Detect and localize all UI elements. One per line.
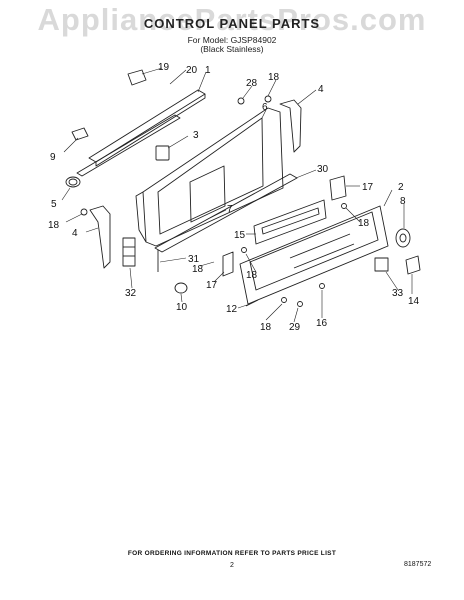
part-screw-28 <box>237 97 245 105</box>
callout-15: 15 <box>234 230 246 241</box>
callout-5: 5 <box>51 199 57 210</box>
part-bracket-17b <box>329 175 347 201</box>
callout-20: 20 <box>186 65 198 76</box>
callout-10: 10 <box>176 302 188 313</box>
part-knob-8 <box>395 228 411 248</box>
part-ring-5 <box>65 176 81 188</box>
callout-19: 19 <box>158 62 170 73</box>
page-title: CONTROL PANEL PARTS <box>143 16 321 31</box>
part-bracket-19 <box>127 69 147 86</box>
part-clip-14 <box>405 255 421 275</box>
variant-line: (Black Stainless) <box>200 44 264 54</box>
callout-6: 6 <box>262 102 268 113</box>
callout-2: 2 <box>398 182 404 193</box>
callout-18-top: 18 <box>268 72 280 83</box>
part-screw-18e <box>341 203 347 209</box>
callout-18-mid: 18 <box>192 264 204 275</box>
part-knob-10 <box>174 282 188 294</box>
callout-3: 3 <box>193 130 199 141</box>
callout-17-right: 17 <box>362 182 374 193</box>
part-trim-strip <box>76 114 181 177</box>
callout-32: 32 <box>125 288 137 299</box>
watermark: AppliancePartsPros.com <box>37 2 427 37</box>
callout-7: 7 <box>227 204 233 215</box>
page-number: 2 <box>230 562 234 569</box>
callout-17-lower: 17 <box>206 280 218 291</box>
model-line: For Model: GJSP84902 <box>187 35 277 45</box>
callout-31: 31 <box>188 254 200 265</box>
callout-16: 16 <box>316 318 328 329</box>
callout-1: 1 <box>205 65 211 76</box>
document-number: 8187572 <box>404 561 432 568</box>
part-screw-18b <box>80 208 88 216</box>
part-display-board <box>253 199 327 245</box>
callout-33: 33 <box>392 288 404 299</box>
part-end-cap-right <box>279 99 302 153</box>
callout-29: 29 <box>289 322 301 333</box>
part-encoder-33 <box>374 257 389 272</box>
ordering-info: FOR ORDERING INFORMATION REFER TO PARTS … <box>127 550 337 557</box>
callout-18-left: 18 <box>48 220 60 231</box>
callout-18-lower: 18 <box>246 270 258 281</box>
callout-4-right: 4 <box>318 84 324 95</box>
callout-30: 30 <box>317 164 329 175</box>
part-screw-16 <box>319 283 325 289</box>
callout-8: 8 <box>400 196 406 207</box>
part-screw-18d <box>281 297 287 303</box>
part-screw-29 <box>297 301 303 307</box>
part-screw-18c <box>241 247 247 253</box>
callout-18-bottom: 18 <box>260 322 272 333</box>
callout-28: 28 <box>246 78 258 89</box>
callout-12: 12 <box>226 304 238 315</box>
part-trim-rail <box>88 89 206 163</box>
part-bracket-17 <box>222 251 234 277</box>
part-connector-32 <box>122 237 136 267</box>
part-clip-9 <box>71 127 89 141</box>
part-front-panel <box>239 205 389 305</box>
part-bracket-12 <box>245 299 259 307</box>
part-end-cap-left <box>89 205 111 269</box>
callout-9: 9 <box>50 152 56 163</box>
part-lower-trim <box>154 173 298 253</box>
part-switch-3 <box>155 145 170 161</box>
callout-18-panel: 18 <box>358 218 370 229</box>
callout-4-left: 4 <box>72 228 78 239</box>
callout-14: 14 <box>408 296 420 307</box>
